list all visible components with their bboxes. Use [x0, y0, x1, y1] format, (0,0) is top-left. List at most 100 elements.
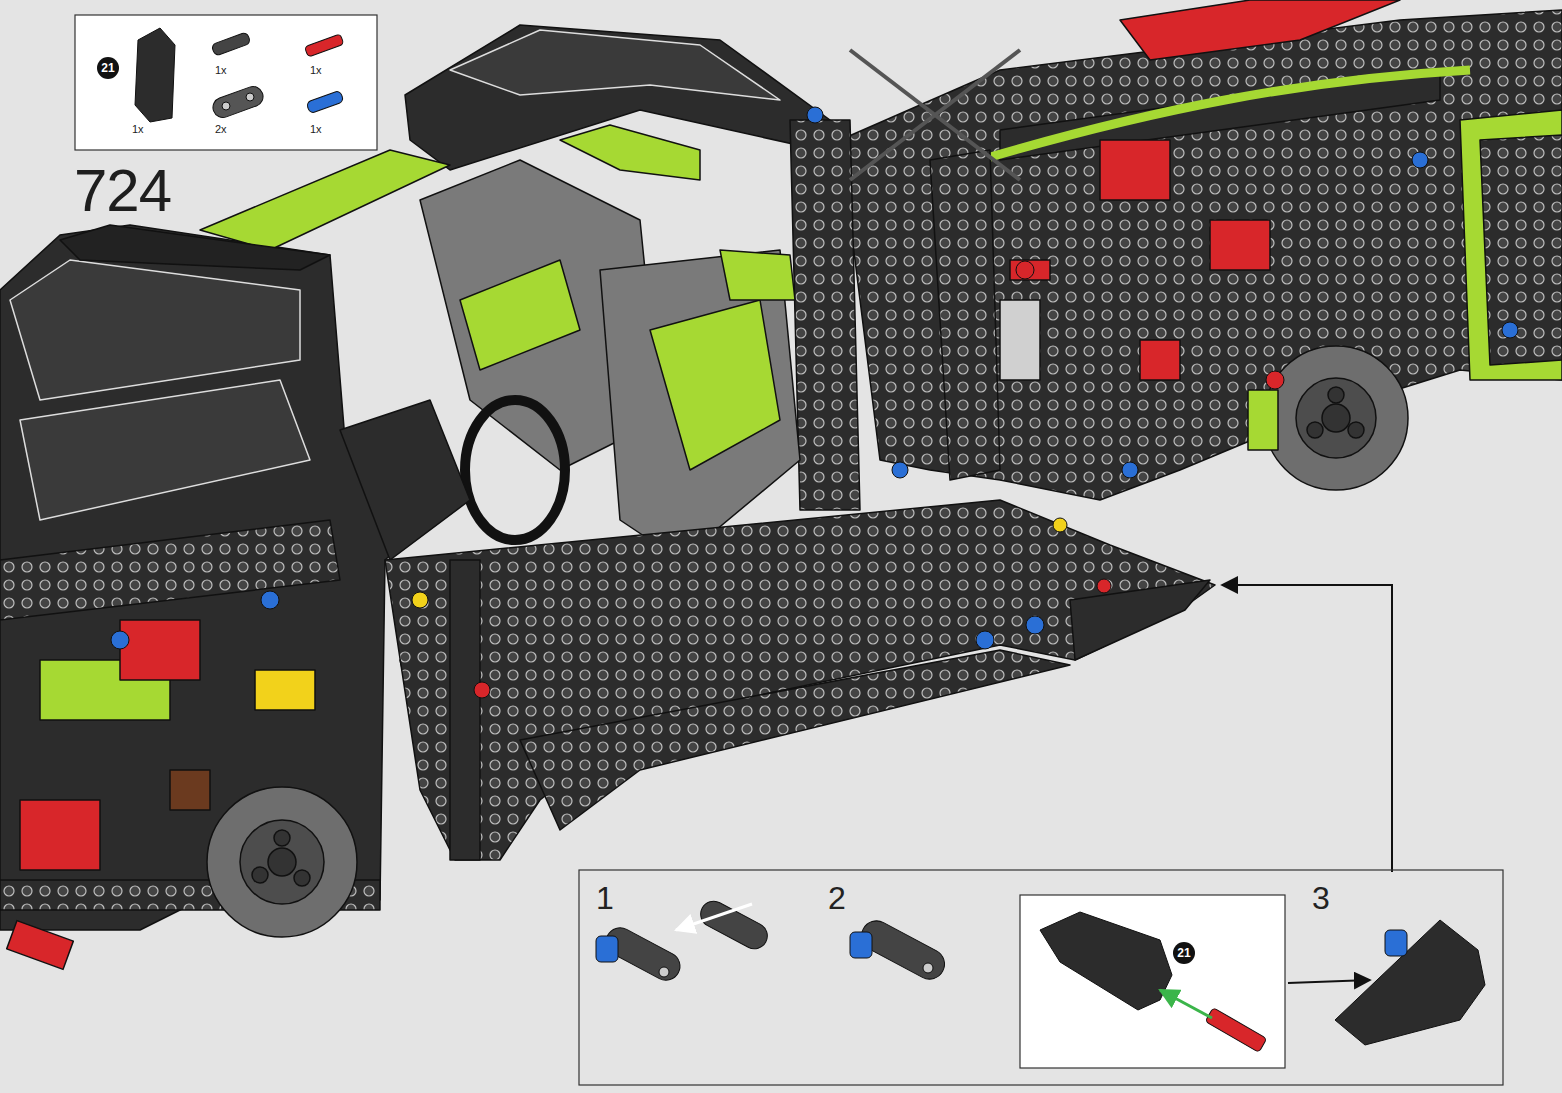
drawing-rect — [120, 620, 200, 680]
drawing-polygon — [650, 300, 780, 470]
parts-list-box: 1x1x1x2x1x21 — [75, 15, 377, 150]
drawing-rect — [20, 800, 100, 870]
drawing-rect — [1205, 1008, 1267, 1053]
substep-number: 2 — [828, 880, 846, 917]
drawing-circle — [268, 848, 296, 876]
pin-dots — [111, 107, 1518, 698]
drawing-circle — [1307, 422, 1323, 438]
drawing-circle — [111, 631, 129, 649]
drawing-polygon — [1070, 580, 1210, 660]
drawing-rect — [306, 90, 344, 114]
part-count: 1x — [215, 64, 227, 76]
drawing-circle — [294, 870, 310, 886]
drawing-ellipse — [465, 400, 565, 540]
drawing-polygon — [520, 650, 1070, 830]
drawing-circle — [261, 591, 279, 609]
placement-arrow — [1222, 585, 1392, 872]
drawing-polygon — [1000, 70, 1440, 160]
drawing-rect — [450, 560, 480, 860]
drawing-rect — [210, 84, 266, 121]
drawing-rect — [1140, 340, 1180, 380]
callout-disc — [97, 57, 119, 79]
drawing-polygon — [200, 150, 450, 250]
callout-circle: 21 — [97, 57, 119, 79]
drawing-polygon — [1335, 920, 1485, 1045]
drawing-circle — [1266, 371, 1284, 389]
part-count: 1x — [310, 123, 322, 135]
drawing-rect — [211, 32, 251, 56]
drawing-polygon — [1480, 135, 1562, 365]
parts-list-frame — [75, 15, 377, 150]
drawing-polygon — [340, 400, 470, 560]
drawing-circle — [892, 462, 908, 478]
drawing-circle — [1328, 387, 1344, 403]
drawing-polygon — [1460, 110, 1562, 380]
substep-number: 3 — [1312, 880, 1330, 917]
substep-box: 1 2 3 21 — [579, 870, 1503, 1085]
drawing-polygon — [0, 520, 340, 620]
substep-parts — [596, 897, 1485, 1053]
callout-number: 21 — [1173, 942, 1195, 964]
part-count: 1x — [310, 64, 322, 76]
drawing-line — [676, 904, 752, 930]
callout-number: 21 — [97, 57, 119, 79]
parts-icons — [135, 28, 344, 122]
drawing-circle — [222, 102, 230, 110]
substep-number: 1 — [596, 880, 614, 917]
drawing-polygon — [135, 28, 175, 122]
drawing-circle — [1348, 422, 1364, 438]
car-chassis — [0, 0, 1562, 969]
drawing-circle — [246, 93, 254, 101]
drawing-circle — [1026, 616, 1044, 634]
drawing-circle — [1264, 346, 1408, 490]
drawing-polygon — [60, 225, 330, 270]
drawing-rect — [1000, 300, 1040, 380]
drawing-rect — [255, 670, 315, 710]
part-count: 2x — [215, 123, 227, 135]
step-number: 724 — [74, 156, 171, 225]
drawing-polygon — [720, 250, 795, 300]
drawing-circle — [207, 787, 357, 937]
drawing-circle — [274, 830, 290, 846]
drawing-polygon — [385, 500, 1215, 860]
drawing-circle — [1097, 579, 1111, 593]
drawing-line — [1288, 980, 1370, 983]
drawing-rect — [1210, 220, 1270, 270]
drawing-circle — [659, 967, 669, 977]
drawing-line — [850, 50, 1020, 180]
drawing-polygon — [10, 260, 300, 400]
drawing-circle — [474, 682, 490, 698]
drawing-rect — [596, 936, 618, 962]
drawing-polygon — [1120, 0, 1400, 60]
drawing-circle — [252, 867, 268, 883]
drawing-circle — [1016, 261, 1034, 279]
drawing-rect — [850, 932, 872, 958]
callout-circle: 21 — [1173, 942, 1195, 964]
drawing-circle — [1322, 404, 1350, 432]
drawing-rect — [1385, 930, 1407, 956]
drawing-circle — [807, 107, 823, 123]
substep-frame — [579, 870, 1503, 1085]
drawing-line — [850, 50, 1020, 180]
drawing-rect — [1010, 260, 1050, 280]
callout-disc — [1173, 942, 1195, 964]
drawing-circle — [240, 820, 324, 904]
drawing-circle — [412, 592, 428, 608]
drawing-line — [1160, 990, 1212, 1018]
drawing-polygon — [930, 150, 1000, 480]
drawing-rect — [696, 897, 772, 954]
inset-frame — [1020, 895, 1285, 1068]
drawing-path — [980, 70, 1470, 160]
drawing-rect — [1248, 390, 1278, 450]
drawing-polygon — [600, 250, 800, 560]
drawing-polygon — [840, 10, 1562, 500]
drawing-circle — [1502, 322, 1518, 338]
drawing-polygon — [20, 380, 310, 520]
drawing-rect — [304, 34, 343, 57]
drawing-circle — [1053, 518, 1067, 532]
drawing-polygon — [450, 30, 780, 100]
drawing-polygon — [560, 125, 700, 180]
drawing-circle — [1122, 462, 1138, 478]
